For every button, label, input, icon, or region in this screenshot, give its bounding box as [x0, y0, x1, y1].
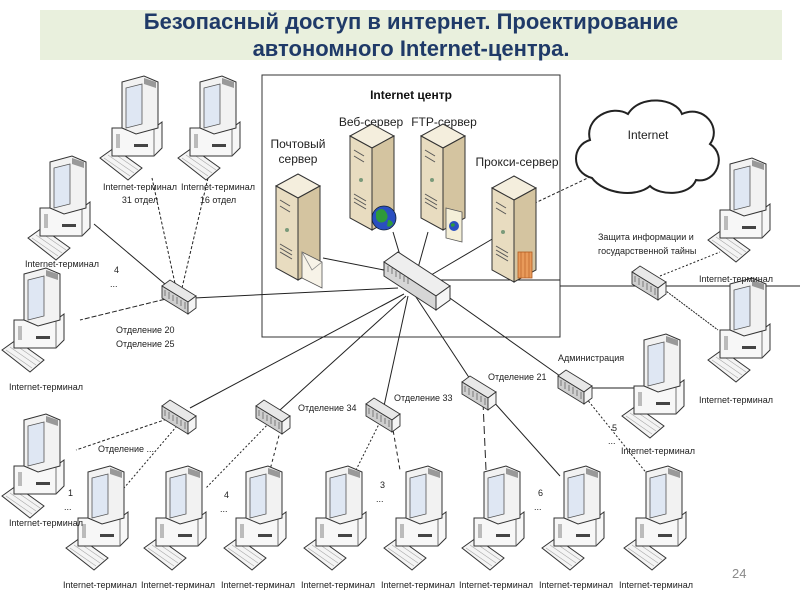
count-dots: ...	[534, 502, 542, 512]
ftp-server-label: FTP-сервер	[411, 115, 477, 129]
bottom-terminals	[65, 465, 687, 571]
link-switch-admin	[429, 283, 561, 377]
bottom-terminal-label: Internet-терминал	[539, 580, 613, 590]
terminal-right-1	[707, 157, 771, 263]
terminal-16-label-2: 16 отдел	[200, 195, 236, 205]
globe-icon	[371, 205, 397, 231]
count-6: 6	[538, 488, 543, 498]
terminal-left-low	[1, 413, 65, 519]
slide-title-line1: Безопасный доступ в интернет. Проектиров…	[143, 9, 679, 34]
terminal-31-label-2: 31 отдел	[122, 195, 158, 205]
count-3: 3	[380, 480, 385, 490]
bottom-terminal-label: Internet-терминал	[381, 580, 455, 590]
ftp-server: FTP-сервер	[411, 115, 477, 243]
link-switch-33	[383, 295, 409, 407]
switch-left-label: Отделение ...	[98, 444, 154, 454]
count-dots: ...	[110, 279, 118, 289]
proxy-server: Прокси-сервер	[476, 155, 559, 283]
link-mail-server	[322, 257, 395, 273]
page-number: 24	[732, 566, 747, 581]
switch-department-left	[161, 399, 197, 435]
link-switch-20	[193, 287, 399, 299]
central-switch	[383, 251, 451, 311]
link-ftp-server	[417, 231, 429, 269]
slide-title: Безопасный доступ в интернет. Проектиров…	[40, 8, 782, 62]
bottom-terminal-label: Internet-терминал	[459, 580, 533, 590]
document-globe-icon	[445, 207, 463, 243]
terminal-16-label-1: Internet-терминал	[181, 182, 255, 192]
terminal-left-mid-label: Internet-терминал	[9, 382, 83, 392]
switch-department-20	[161, 279, 197, 315]
terminal-right-2-label: Internet-терминал	[699, 395, 773, 405]
slide-title-line2: автономного Internet-центра.	[252, 36, 570, 61]
terminal-admin-label: Internet-терминал	[621, 446, 695, 456]
internet-center-frame	[261, 74, 561, 338]
internet-center-title: Internet центр	[370, 88, 452, 102]
switch-department-33	[365, 397, 401, 433]
count-dots: ...	[64, 502, 72, 512]
count-5: 5	[612, 423, 617, 433]
proxy-server-label: Прокси-сервер	[476, 155, 559, 169]
internet-cloud: Internet	[575, 99, 720, 194]
terminal-left-low-label: Internet-терминал	[9, 518, 83, 528]
terminal-31-label-1: Internet-терминал	[103, 182, 177, 192]
terminal-right-1-label: Internet-терминал	[699, 274, 773, 284]
bottom-terminal-label: Internet-терминал	[301, 580, 375, 590]
bottom-terminal-label: Internet-терминал	[141, 580, 215, 590]
bottom-terminal-label: Internet-терминал	[619, 580, 693, 590]
switch-33-label: Отделение 33	[394, 393, 453, 403]
switch-administration	[557, 369, 593, 405]
count-4b: 4	[224, 490, 229, 500]
bottom-terminal-labels: Internet-терминал Internet-терминал Inte…	[63, 580, 693, 590]
switch-security-label-1: Защита информации и	[598, 232, 694, 242]
mail-server-label-1: Почтовый	[270, 137, 325, 151]
web-server-label: Веб-сервер	[339, 115, 404, 129]
link-switch-34	[279, 295, 407, 411]
switch-20-label-1: Отделение 20	[116, 325, 175, 335]
count-4: 4	[114, 265, 119, 275]
terminal-left-mid	[1, 267, 65, 373]
link-switch-21	[413, 293, 473, 383]
switch-20-label-2: Отделение 25	[116, 339, 175, 349]
title-band	[40, 10, 782, 60]
terminal-31	[99, 75, 163, 181]
mail-server: Почтовый сервер	[270, 137, 326, 289]
count-dots: ...	[376, 494, 384, 504]
switch-admin-label: Администрация	[558, 353, 624, 363]
bottom-terminal-label: Internet-терминал	[63, 580, 137, 590]
cloud-label: Internet	[628, 128, 669, 142]
switch-34-label: Отделение 34	[298, 403, 357, 413]
switch-security	[631, 265, 667, 301]
count-dots: ...	[220, 504, 228, 514]
terminal-left-top-label: Internet-терминал	[25, 259, 99, 269]
mail-envelope-icon	[301, 251, 323, 289]
link-proxy-internet	[515, 175, 593, 213]
link-proxy-server	[425, 237, 495, 279]
firewall-icon	[517, 251, 533, 279]
web-server: Веб-сервер	[339, 115, 404, 231]
mail-server-label-2: сервер	[279, 152, 318, 166]
terminal-left-top	[27, 155, 91, 261]
terminal-admin	[621, 333, 685, 439]
count-1: 1	[68, 488, 73, 498]
count-dots: ...	[608, 436, 616, 446]
switch-21-label: Отделение 21	[488, 372, 547, 382]
link-switch-left	[189, 293, 405, 409]
switch-security-label-2: государственной тайны	[598, 246, 696, 256]
terminal-16	[177, 75, 241, 181]
bottom-terminal-label: Internet-терминал	[221, 580, 295, 590]
count-markers: 4 ... 1 ... 4 ... 3 ... 6 ... 5 ...	[64, 265, 617, 514]
